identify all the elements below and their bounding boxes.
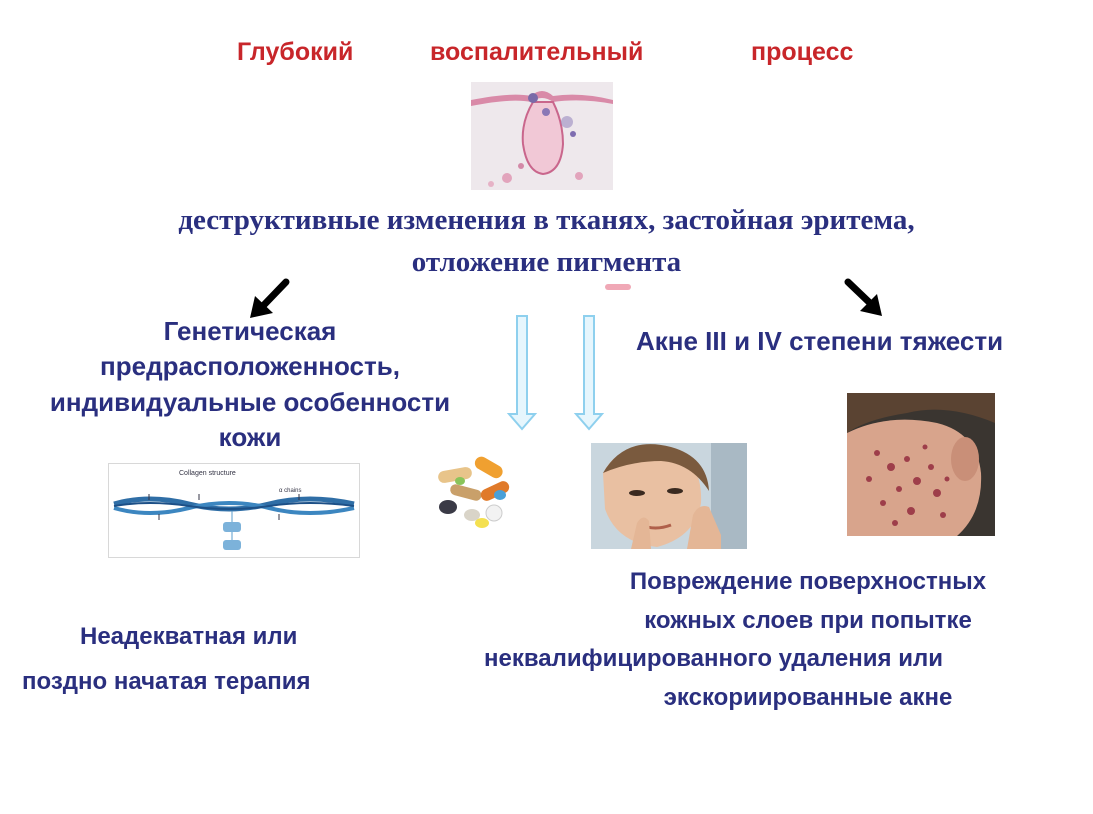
title-word-inflammatory: воспалительный: [430, 38, 644, 66]
arrow-left-diagonal: [250, 278, 290, 318]
pink-mark: [605, 284, 631, 290]
damage-line2: кожных слоев при попытке: [644, 607, 972, 634]
damage-line1: Повреждение поверхностных: [629, 568, 987, 595]
collagen-structure-image: Collagen structure α chains: [108, 463, 360, 558]
collagen-chain-label: α chains: [279, 488, 301, 494]
central-text-line2: отложение пигмента: [411, 246, 682, 278]
arrow-right-diagonal: [844, 278, 882, 316]
acne-severity-label: Акне III и IV степени тяжести: [636, 326, 1004, 356]
genetic-line4: кожи: [218, 422, 282, 452]
arrow-down-light-blue-2: [573, 315, 605, 431]
pills-image: [430, 455, 522, 535]
damage-line3: неквалифицированного удаления или: [484, 645, 943, 672]
title-word-process: процесс: [751, 38, 854, 66]
genetic-line2: предрасположенность,: [100, 351, 400, 381]
arrow-down-light-blue-1: [506, 315, 538, 431]
therapy-line1: Неадекватная или: [80, 623, 298, 650]
central-text-line1: деструктивные изменения в тканях, застой…: [178, 204, 915, 236]
title-word-deep: Глубокий: [237, 38, 354, 66]
damage-line3-clip: неквалифицированного удаления или: [0, 645, 1084, 681]
collagen-title: Collagen structure: [179, 470, 236, 477]
genetic-line3: индивидуальные особенности: [49, 387, 451, 417]
therapy-line2: поздно начатая терапия: [22, 668, 311, 695]
damage-line4: экскориированные акне: [663, 684, 953, 711]
acne-severity-clip: Акне III и IV степени тяжести: [0, 326, 1083, 366]
acne-face-image: [847, 393, 995, 536]
genetic-line1: Генетическая: [163, 316, 337, 346]
histology-image: [471, 82, 613, 190]
face-squeezing-image: [591, 443, 747, 549]
